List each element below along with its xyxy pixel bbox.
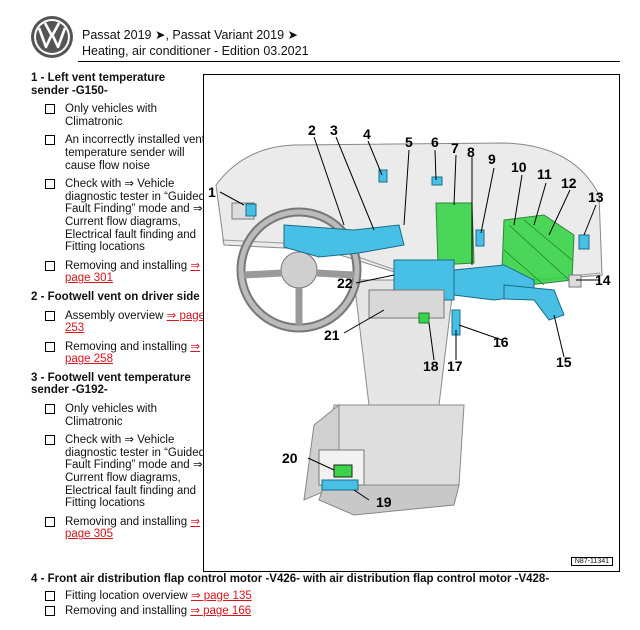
checkbox-bullet-icon (45, 104, 55, 115)
list-item: Removing and installing ⇒ page 301 (31, 260, 206, 285)
legend-column: 1 - Left vent temperature sender -G150- … (31, 72, 206, 547)
dashboard-drawing: 1 2 3 4 5 6 7 8 9 10 11 12 13 14 15 16 1… (208, 122, 611, 516)
callout-label: 22 (337, 275, 353, 291)
callout-label: 17 (447, 358, 463, 374)
callout-label: 5 (405, 134, 413, 150)
header-divider (78, 61, 620, 62)
checkbox-bullet-icon (45, 435, 55, 446)
list-item: Check with ⇒ Vehicle diagnostic tester i… (31, 178, 206, 254)
page-link[interactable]: ⇒ page 253 (65, 309, 206, 335)
checkbox-bullet-icon (45, 310, 55, 321)
callout-label: 16 (493, 334, 509, 350)
callout-label: 10 (511, 159, 527, 175)
callout-label: 11 (537, 166, 552, 182)
checkbox-bullet-icon (45, 516, 55, 527)
page-link[interactable]: ⇒ page 166 (190, 605, 252, 618)
callout-label: 14 (595, 272, 611, 288)
checkbox-bullet-icon (45, 590, 55, 601)
checkbox-bullet-icon (45, 179, 55, 190)
model-line: Passat 2019 ➤, Passat Variant 2019 ➤ (82, 28, 298, 42)
list-item: An incorrectly installed vent temperatur… (31, 134, 206, 172)
callout-label: 4 (363, 126, 371, 142)
list-item: Only vehicles with Climatronic (31, 403, 206, 428)
callout-label: 18 (423, 358, 439, 374)
list-item: Assembly overview ⇒ page 253 (31, 310, 206, 335)
page-link[interactable]: ⇒ page 135 (190, 589, 252, 602)
callout-label: 7 (451, 140, 459, 156)
checkbox-bullet-icon (45, 606, 55, 617)
checkbox-bullet-icon (45, 260, 55, 271)
callout-label: 2 (308, 122, 316, 138)
list-item: Removing and installing ⇒ page 166 (31, 605, 631, 618)
callout-label: 3 (330, 122, 338, 138)
callout-label: 1 (208, 184, 216, 200)
list-item: Fitting location overview ⇒ page 135 (31, 590, 631, 603)
figure-reference: N87-11341 (570, 557, 613, 566)
bottom-section: 4 - Front air distribution flap control … (31, 573, 631, 621)
page-link[interactable]: ⇒ page 301 (65, 259, 200, 285)
list-item: Removing and installing ⇒ page 305 (31, 516, 206, 541)
section-title: 4 - Front air distribution flap control … (31, 573, 550, 585)
page-link[interactable]: ⇒ page 305 (65, 515, 200, 541)
vw-logo-icon (31, 16, 73, 58)
callout-label: 12 (561, 175, 577, 191)
leader-lines (219, 136, 599, 501)
section-title: 2 - Footwell vent on driver side (31, 290, 200, 303)
dashboard-illustration: 1 2 3 4 5 6 7 8 9 10 11 12 13 14 15 16 1… (203, 74, 620, 572)
callout-label: 20 (282, 450, 298, 466)
callout-label: 21 (324, 327, 340, 343)
callout-label: 8 (467, 144, 475, 160)
callout-label: 9 (488, 151, 496, 167)
list-item: Removing and installing ⇒ page 258 (31, 341, 206, 366)
list-item: Check with ⇒ Vehicle diagnostic tester i… (31, 434, 206, 510)
manual-title-line: Heating, air conditioner - Edition 03.20… (82, 44, 309, 58)
checkbox-bullet-icon (45, 341, 55, 352)
page-header: Passat 2019 ➤, Passat Variant 2019 ➤ Hea… (0, 0, 640, 68)
callout-label: 15 (556, 354, 572, 370)
checkbox-bullet-icon (45, 135, 55, 146)
checkbox-bullet-icon (45, 404, 55, 415)
list-item: Only vehicles with Climatronic (31, 103, 206, 128)
callout-label: 6 (431, 134, 439, 150)
callout-label: 13 (588, 189, 604, 205)
section-title: 1 - Left vent temperature sender -G150- (31, 72, 166, 97)
section-title: 3 - Footwell vent temperature sender -G1… (31, 371, 191, 397)
page-link[interactable]: ⇒ page 258 (65, 340, 200, 366)
callout-label: 19 (376, 494, 392, 510)
